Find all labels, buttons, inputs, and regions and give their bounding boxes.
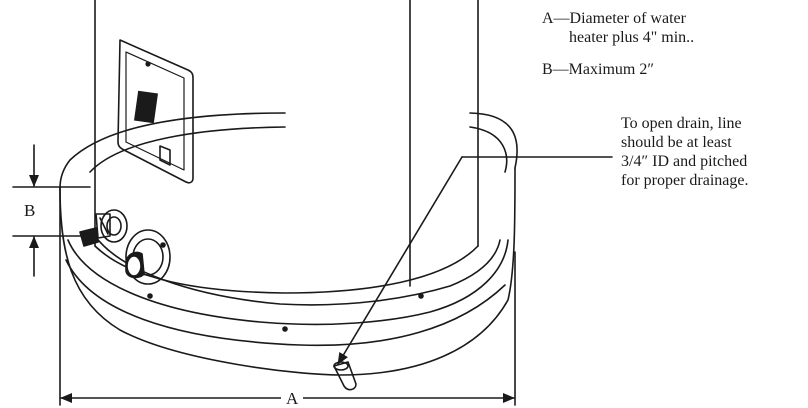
pan-inner-rim (89, 126, 508, 173)
panel-tab (159, 145, 171, 166)
drain-note-line3: 3/4″ ID and pitched (621, 153, 748, 170)
legend-a: A—Diameter of water heater plus 4" min.. (542, 9, 694, 47)
pan-outer-rim (59, 112, 518, 189)
legend-a-line2: heater plus 4" min.. (569, 29, 695, 46)
lower-valve (125, 229, 171, 285)
tank-base (94, 245, 479, 294)
legend-a-line1: A—Diameter of water (542, 10, 686, 27)
pan-rivet (418, 293, 424, 299)
pan-rivet (282, 326, 288, 332)
dimension-a-label: A (281, 390, 304, 407)
access-panel-inner (125, 51, 185, 171)
panel-label (134, 90, 158, 124)
drain-note-line4: for proper drainage. (621, 172, 749, 189)
drain-note-line1: To open drain, line (621, 115, 742, 132)
drain-pipe-body (333, 361, 357, 391)
drain-pan (59, 112, 518, 376)
drain-callout (337, 156, 613, 365)
water-heater-tank (94, 0, 479, 294)
callout-arrow (337, 156, 463, 365)
legend-b: B—Maximum 2″ (542, 61, 654, 78)
drain-note: To open drain, line should be at least 3… (621, 114, 749, 190)
dimension-b (12, 144, 91, 277)
pan-rivet (147, 293, 153, 299)
pan-floor-outer (67, 239, 509, 326)
pan-floor-inner (94, 235, 501, 306)
pan-lower-edge (65, 259, 506, 347)
access-panel (117, 39, 194, 184)
drain-pipe (333, 361, 357, 391)
access-panel-outline (117, 39, 194, 184)
pan-outer-wall (59, 167, 516, 376)
upper-valve (79, 209, 128, 247)
panel-screw (145, 61, 151, 67)
valve-fittings (79, 209, 171, 285)
drain-note-line2: should be at least (621, 134, 732, 151)
dimension-b-label: B (24, 201, 36, 220)
